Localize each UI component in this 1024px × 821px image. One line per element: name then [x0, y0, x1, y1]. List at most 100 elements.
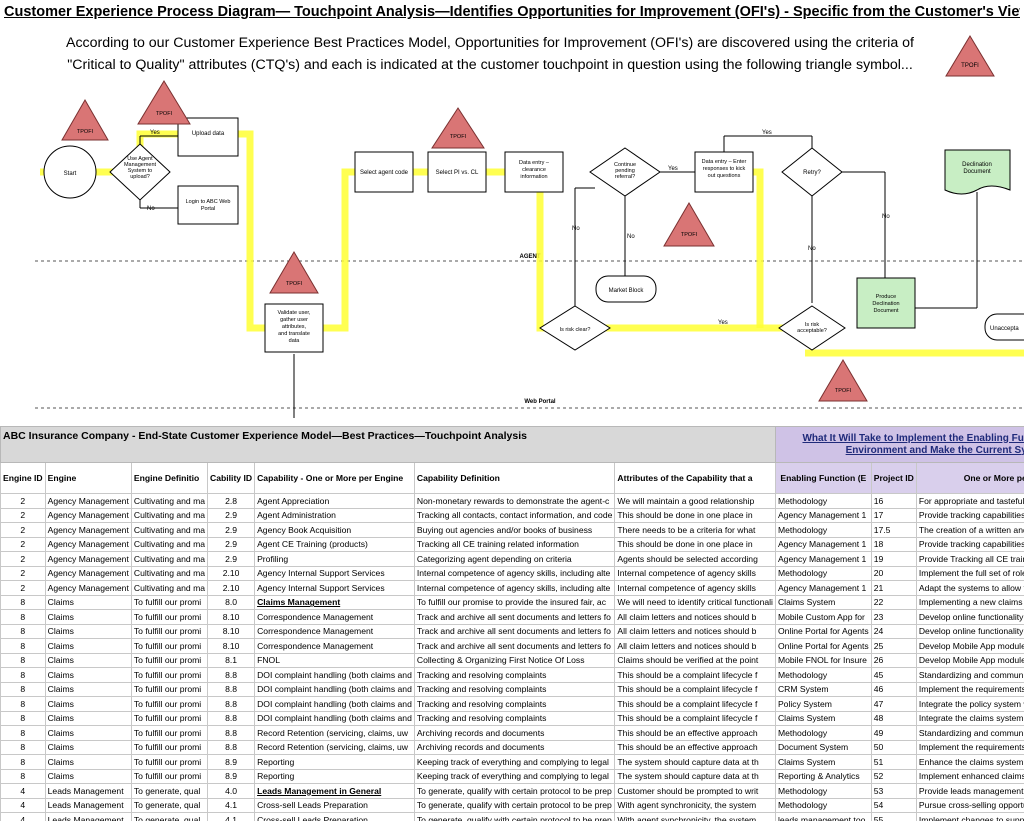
table-cell: Agent Appreciation: [254, 493, 415, 509]
table-cell: 49: [870, 725, 917, 741]
table-cell: 2: [0, 493, 46, 509]
table-cell: Implement the requirements for Archiving…: [915, 739, 1024, 755]
intro-line-1: According to our Customer Experience Bes…: [65, 35, 914, 51]
table-cell: Agency Management 1: [774, 580, 872, 596]
table-cell: Develop online functionality for policyh…: [915, 609, 1024, 625]
table-cell: Buying out agencies and/or books of busi…: [413, 522, 616, 538]
legend-triangle-icon: TPOFI: [945, 35, 995, 77]
table-cell: Tracking all CE training related informa…: [413, 536, 616, 552]
table-cell: Methodology: [774, 565, 872, 581]
table-cell: Cross-sell Leads Preparation: [254, 797, 415, 813]
table-cell: Leads Management in General: [254, 783, 415, 799]
table-cell: 8: [0, 739, 46, 755]
table-cell: 50: [870, 739, 917, 755]
table-cell: FNOL: [254, 652, 415, 668]
table-cell: 8.9: [207, 754, 256, 770]
table-cell: Agency Management: [44, 522, 132, 538]
table-cell: 8: [0, 609, 46, 625]
table-cell: Claims: [44, 725, 132, 741]
table-cell: 8: [0, 638, 46, 654]
table-cell: Claims: [44, 594, 132, 610]
table-cell: Agency Management: [44, 536, 132, 552]
table-cell: Claims System: [774, 754, 872, 770]
table-cell: 8: [0, 594, 46, 610]
column-header: Engine Definitio: [130, 462, 209, 494]
table-cell: 8.10: [207, 609, 256, 625]
table-cell: Internal competence of agency skills: [614, 565, 776, 581]
produce-declination-box: [856, 277, 916, 329]
table-cell: 8.8: [207, 696, 256, 712]
table-cell: Internal competence of agency skills, in…: [413, 565, 616, 581]
table-cell: 21: [870, 580, 917, 596]
table-cell: Provide leads management through the com…: [915, 783, 1024, 799]
table-cell: leads management too: [774, 812, 872, 821]
table-cell: 2.9: [207, 551, 256, 567]
table-cell: Agency Management 1: [774, 551, 872, 567]
select-pl-label: Select PI vs. CL: [436, 170, 479, 176]
table-cell: 8: [0, 667, 46, 683]
table-cell: Cultivating and ma: [130, 551, 209, 567]
table-cell: 2.10: [207, 565, 256, 581]
column-header: One or More per Enabling Function: [915, 462, 1024, 494]
table-cell: To generate, qualify with certain protoc…: [413, 783, 616, 799]
decision-risk-acceptable: [778, 305, 846, 351]
table-cell: Tracking and resolving complaints: [413, 696, 616, 712]
table-cell: With agent synchronicity, the system: [614, 797, 776, 813]
table-cell: Record Retention (servicing, claims, uw: [254, 725, 415, 741]
declination-doc-shape: [944, 149, 1011, 195]
no-label-4: No: [882, 214, 890, 220]
start-node: [43, 145, 97, 199]
column-header: Engine: [44, 462, 132, 494]
table-cell: 8.8: [207, 739, 256, 755]
yes-label-3: Yes: [718, 320, 728, 326]
table-cell: 8: [0, 623, 46, 639]
table-cell: Correspondence Management: [254, 623, 415, 639]
table-cell: Pursue cross-selling opportunities with …: [915, 797, 1024, 813]
table-cell: Keeping track of everything and complyin…: [413, 754, 616, 770]
no-label-1: No: [147, 206, 155, 212]
table-cell: Develop Mobile App module allowing polic…: [915, 652, 1024, 668]
table-cell: Implementing a new claims system with fu…: [915, 594, 1024, 610]
table-cell: Leads Management: [44, 783, 132, 799]
table-cell: Agency Management 1: [774, 536, 872, 552]
table-cell: Implement changes to support cross-selli…: [915, 812, 1024, 821]
table-cell: 8: [0, 725, 46, 741]
table-cell: Standardizing and communicating our appr…: [915, 725, 1024, 741]
table-cell: Non-monetary rewards to demonstrate the …: [413, 493, 616, 509]
table-cell: 2: [0, 580, 46, 596]
column-header: Capability - One or More per Engine: [254, 462, 415, 494]
table-cell: Track and archive all sent documents and…: [413, 638, 616, 654]
table-cell: 2.10: [207, 580, 256, 596]
table-cell: To fulfill our promi: [130, 710, 209, 726]
table-cell: Claims: [44, 609, 132, 625]
table-cell: Agency Management: [44, 507, 132, 523]
table-cell: Methodology: [774, 725, 872, 741]
table-cell: 4: [0, 783, 46, 799]
table-cell: 19: [870, 551, 917, 567]
table-cell: 51: [870, 754, 917, 770]
table-cell: 2: [0, 551, 46, 567]
table-cell: The creation of a written and defined pl…: [915, 522, 1024, 538]
table-cell: 8.10: [207, 623, 256, 639]
svg-text:TPOFI: TPOFI: [286, 281, 303, 287]
table-cell: 47: [870, 696, 917, 712]
table-cell: To fulfill our promi: [130, 638, 209, 654]
table-cell: Cultivating and ma: [130, 522, 209, 538]
table-cell: 8.10: [207, 638, 256, 654]
table-cell: Agency Management: [44, 565, 132, 581]
table-cell: Claims: [44, 768, 132, 784]
unacceptable-box: [984, 313, 1024, 341]
table-cell: Tracking and resolving complaints: [413, 667, 616, 683]
table-cell: Correspondence Management: [254, 638, 415, 654]
